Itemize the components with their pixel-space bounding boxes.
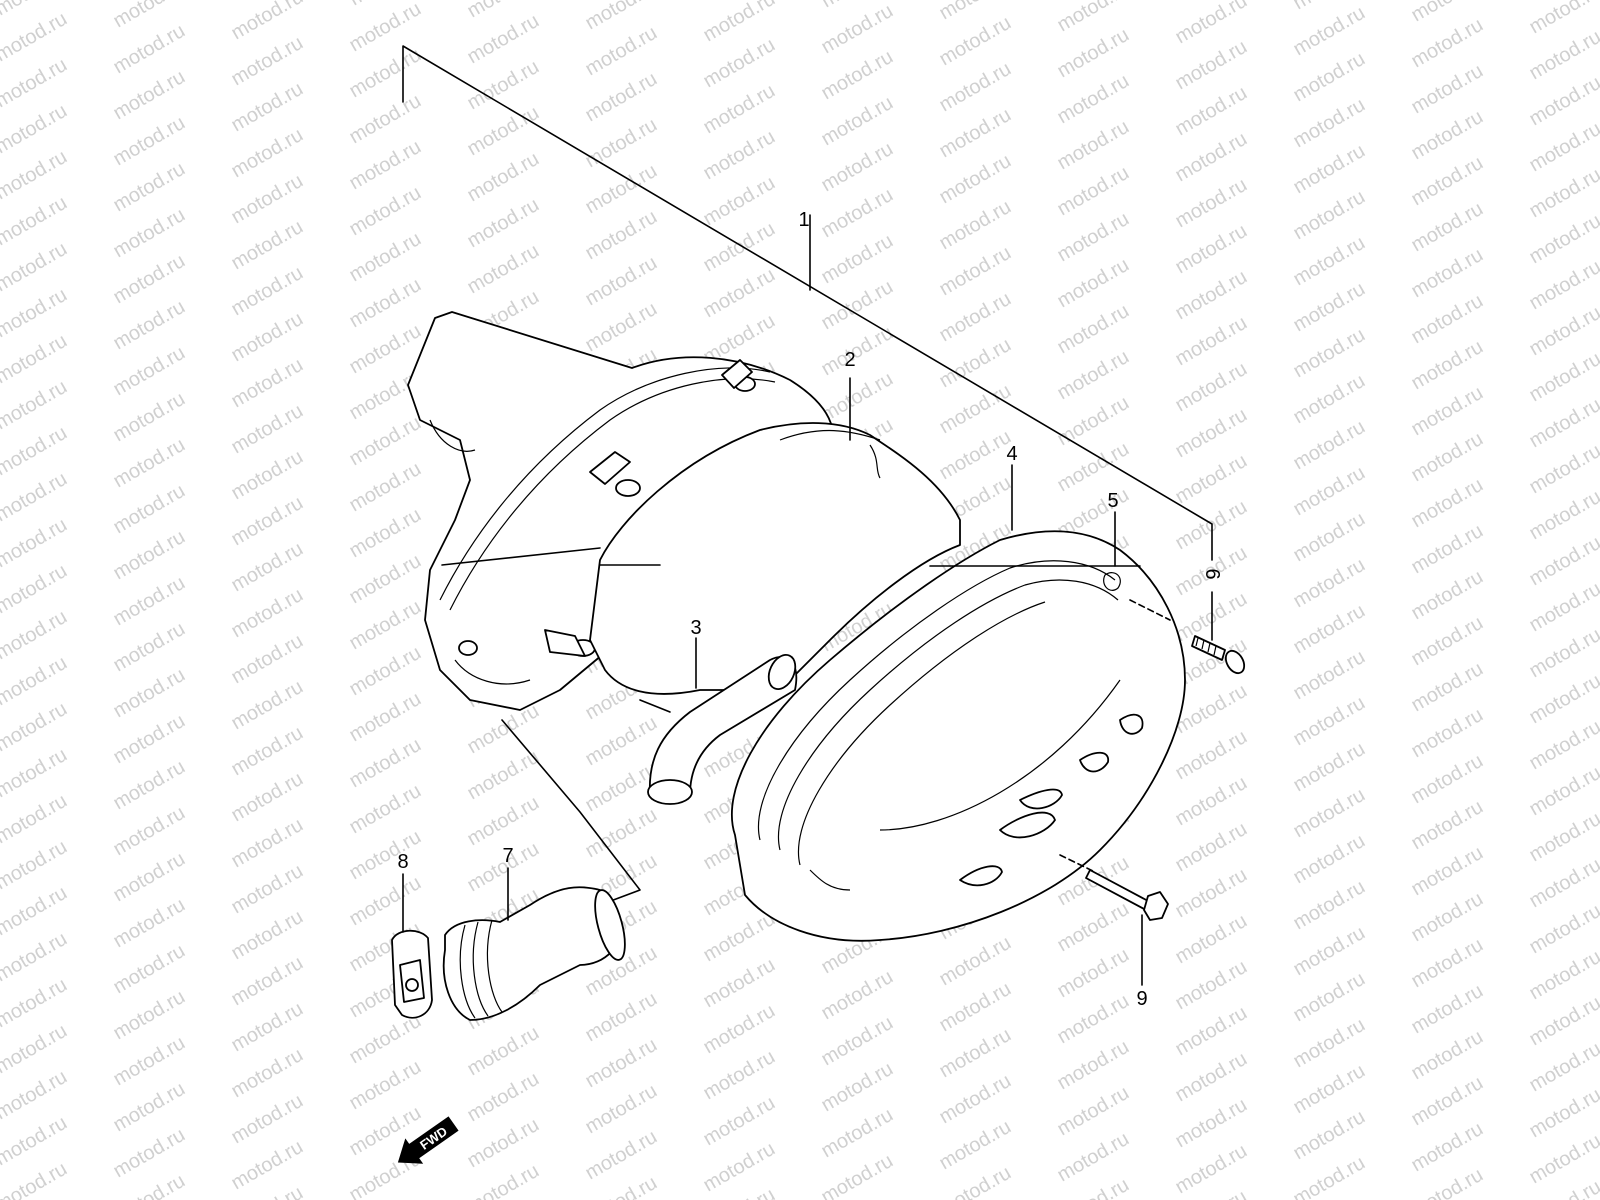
- cover-outer: [730, 530, 1186, 942]
- case-rim-inner: [449, 378, 776, 611]
- cover-latch: [809, 869, 851, 891]
- cover-vent-1: [999, 811, 1056, 839]
- hose-outlet: [594, 889, 626, 961]
- element-body: [589, 422, 961, 695]
- fwd-arrow-icon: [397, 1116, 459, 1164]
- hose-ring-1: [459, 924, 476, 1019]
- hose-ring-3: [486, 919, 503, 1013]
- air-filter-element: [441, 377, 961, 695]
- drain-tube-end-lower: [647, 779, 693, 805]
- case-fitting-upper-tube: [589, 451, 631, 485]
- case-intake-lip: [429, 419, 476, 452]
- case-lower-rim: [454, 659, 531, 685]
- assembly-bracket: [402, 45, 1213, 561]
- cover-vent-2: [1019, 788, 1063, 810]
- drain-tube-ref-line: [639, 699, 671, 713]
- callout-9: 9: [1136, 988, 1147, 1010]
- case-fitting-lower-tube: [544, 629, 586, 657]
- hose-clamp: [391, 873, 433, 1019]
- cover-vent-5: [959, 865, 1003, 887]
- screw-thread: [1195, 637, 1217, 656]
- element-top-edge: [779, 429, 881, 441]
- element-reference-line: [441, 547, 601, 566]
- cover-inner-contour: [879, 679, 1121, 831]
- screw-axis-line: [1129, 599, 1171, 621]
- callout-8: 8: [397, 851, 408, 873]
- clamp-screw: [405, 978, 419, 992]
- case-fitting-upper: [615, 479, 641, 497]
- tapping-screw: [1191, 591, 1246, 675]
- grommet: [1103, 511, 1171, 621]
- bolt-axis-line: [1059, 854, 1096, 873]
- callout-2: 2: [844, 349, 855, 371]
- grommet-shape: [1103, 572, 1121, 591]
- cover-rim-3: [797, 601, 1046, 866]
- callout-5: 5: [1107, 490, 1118, 512]
- callout-1: 1: [798, 209, 809, 231]
- cover-vent-4: [1119, 713, 1144, 735]
- callout-3: 3: [690, 617, 701, 639]
- hose-body: [442, 886, 622, 1021]
- case-body: [407, 311, 835, 711]
- callout-4: 4: [1006, 443, 1017, 465]
- hose-ring-2: [472, 921, 489, 1017]
- case-rim-outer: [439, 367, 771, 601]
- callout-7: 7: [502, 845, 513, 867]
- cover-rim-1: [757, 560, 1116, 841]
- hex-bolt: [1059, 854, 1169, 986]
- assembly-bracket-lines: [402, 45, 1213, 561]
- cover-rim-2: [777, 579, 1119, 851]
- element-notch: [869, 444, 881, 479]
- air-cleaner-case: [407, 311, 835, 906]
- callout-6: 6: [1201, 568, 1223, 579]
- drain-tube: [639, 637, 798, 805]
- intake-hose: [442, 867, 626, 1021]
- screw-head: [1224, 649, 1246, 675]
- case-to-hose-line: [501, 719, 641, 906]
- drain-tube-end-upper: [767, 654, 797, 690]
- case-fitting-top-tube: [721, 359, 753, 389]
- callout-labels: 1 2 3 4 5 6 7 8 9: [397, 209, 1223, 1010]
- case-drain: [458, 640, 478, 656]
- bolt-head: [1143, 891, 1169, 921]
- cover-vent-3: [1079, 751, 1109, 773]
- air-cleaner-cover: [730, 464, 1186, 942]
